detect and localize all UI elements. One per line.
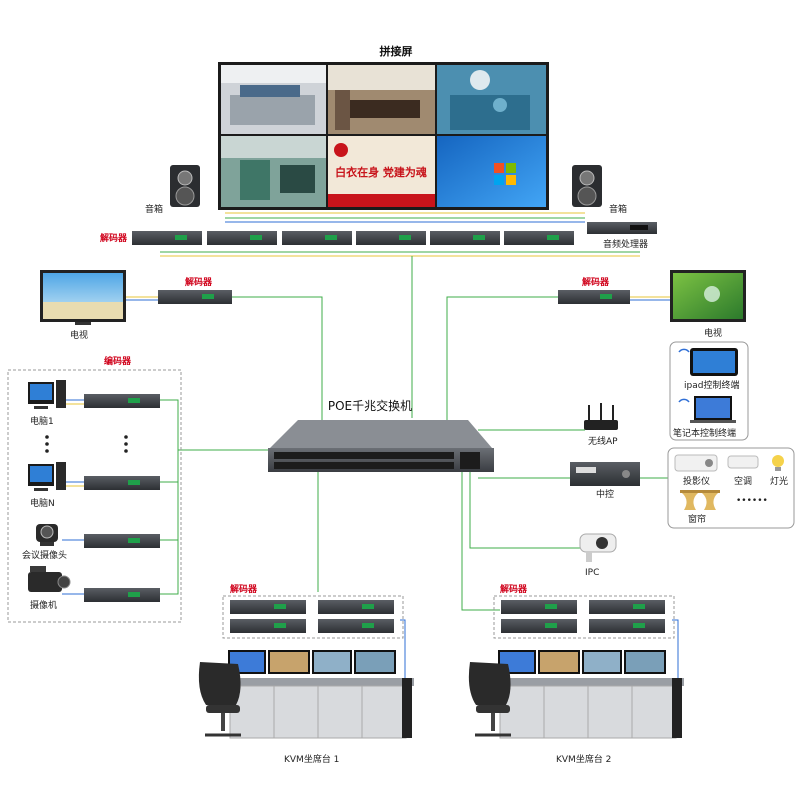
speaker-left: 音箱 [145, 165, 200, 215]
poe-switch: POE千兆交换机 [268, 398, 494, 472]
pc1-label: 电脑1 [30, 415, 54, 427]
central-control-label: 中控 [596, 488, 614, 500]
decoder-box [589, 619, 665, 633]
curtain-label: 窗帘 [688, 513, 706, 525]
encoder-box [84, 534, 160, 548]
video-wall-title: 拼接屏 [380, 44, 413, 58]
kvm2-decoder-label: 解码器 [500, 583, 528, 595]
camcorder: 摄像机 [28, 566, 71, 611]
banner-text: 白衣在身 党建为魂 [335, 165, 427, 179]
decoder-box [318, 600, 394, 614]
projector-label: 投影仪 [683, 475, 710, 487]
wall-panel-banner: 白衣在身 党建为魂 [328, 136, 435, 207]
windows-logo-icon [494, 163, 516, 185]
audio-processor-label: 音频处理器 [603, 238, 648, 250]
encoder-box [84, 588, 160, 602]
pcN-label: 电脑N [30, 497, 55, 509]
ipad-terminal-label: ipad控制终端 [684, 379, 739, 391]
right-tv-label: 电视 [704, 327, 722, 339]
kvm-station-1: 解码器 KVM坐席台 1 [198, 583, 414, 765]
switch-ports [274, 452, 480, 469]
left-tv-label: 电视 [70, 329, 88, 341]
kvm-desk [484, 650, 684, 739]
ap-label: 无线AP [588, 435, 618, 447]
speaker-right-label: 音箱 [609, 203, 627, 215]
ipad-terminal: ipad控制终端 [678, 348, 739, 391]
encoder-group-title: 编码器 [104, 355, 132, 367]
right-tv-decoder: 解码器 [558, 276, 630, 304]
switch-label: POE千兆交换机 [328, 398, 412, 413]
decoder-box [589, 600, 665, 614]
ipc-camera: IPC [579, 533, 617, 578]
decoder-box [501, 600, 577, 614]
video-wall: 拼接屏 [218, 44, 549, 210]
connection-lines [62, 212, 679, 700]
left-tv-decoder: 解码器 [158, 276, 232, 304]
wall-panel-surgery [437, 65, 546, 134]
speaker-right: 音箱 [572, 165, 627, 215]
kvm1-decoder-label: 解码器 [230, 583, 258, 595]
right-tv: 电视 [670, 270, 746, 339]
peripherals-box: 投影仪 空调 灯光 窗帘 •••••• [667, 447, 795, 529]
encoder-group: 编码器 电脑1 电脑N 会议摄像头 [7, 355, 182, 623]
conf-camera-label: 会议摄像头 [22, 549, 67, 561]
pcN: 电脑N [28, 462, 66, 509]
speaker-left-label: 音箱 [145, 203, 163, 215]
encoder-box [84, 394, 160, 408]
decoder-box [230, 619, 306, 633]
ellipsis-dots-icon [45, 435, 128, 453]
decoder-box [207, 231, 277, 245]
wall-panel-conference [328, 65, 435, 134]
ipc-label: IPC [585, 568, 599, 578]
decoder-box [318, 619, 394, 633]
office-chair [468, 662, 511, 737]
wireless-ap: 无线AP [584, 403, 618, 447]
projector: 投影仪 [674, 454, 718, 487]
control-terminals: ipad控制终端 笔记本控制终端 [669, 341, 749, 441]
decoder-box [430, 231, 500, 245]
pc1: 电脑1 [28, 380, 66, 427]
central-control: 中控 [570, 462, 640, 500]
encoder-box [84, 476, 160, 490]
kvm-desk [214, 650, 414, 739]
left-tv: 电视 [40, 270, 126, 341]
decoder-box [230, 600, 306, 614]
decoder-box [501, 619, 577, 633]
camcorder-label: 摄像机 [30, 599, 57, 611]
more-devices-dots: •••••• [736, 496, 768, 506]
audio-processor: 音频处理器 [587, 222, 657, 250]
top-decoder-row-label: 解码器 [100, 232, 128, 244]
light-label: 灯光 [770, 475, 788, 487]
decoder-box [504, 231, 574, 245]
top-decoder-row: 解码器 音频处理器 [100, 222, 657, 250]
light-bulb-icon: 灯光 [770, 455, 788, 487]
air-conditioner: 空调 [727, 455, 759, 487]
laptop-terminal-label: 笔记本控制终端 [673, 427, 736, 439]
decoder-box [282, 231, 352, 245]
kvm2-label: KVM坐席台 2 [556, 753, 611, 765]
kvm-station-2: 解码器 KVM坐席台 2 [468, 583, 684, 765]
wall-panel-operating-room [221, 136, 326, 207]
decoder-box [132, 231, 202, 245]
ac-label: 空调 [734, 475, 752, 487]
decoder-box [356, 231, 426, 245]
laptop-terminal: 笔记本控制终端 [673, 396, 736, 439]
wall-panel-windows [437, 136, 546, 207]
wall-panel-office [221, 65, 326, 134]
curtain: 窗帘 [680, 490, 720, 525]
right-tv-decoder-label: 解码器 [582, 276, 610, 288]
left-tv-decoder-label: 解码器 [185, 276, 213, 288]
conference-camera: 会议摄像头 [22, 524, 67, 561]
office-chair [198, 662, 241, 737]
kvm1-label: KVM坐席台 1 [284, 753, 339, 765]
